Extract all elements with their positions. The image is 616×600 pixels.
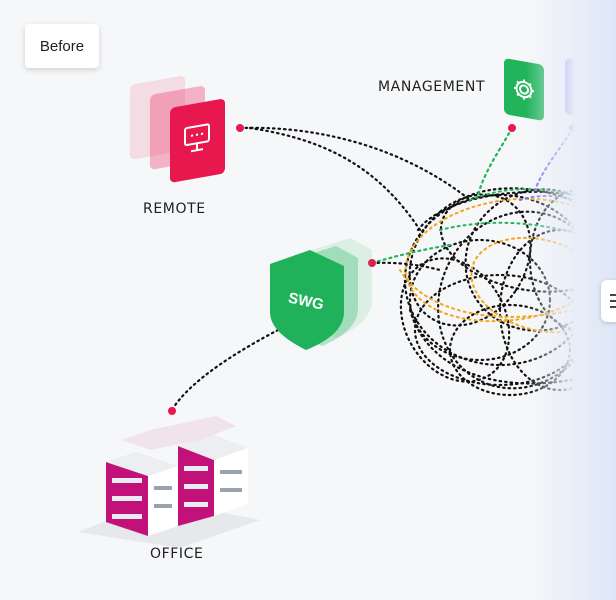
connector-lines [170,126,575,412]
remote-label: REMOTE [143,201,206,217]
management-node [504,58,605,121]
office-node [78,416,260,548]
swg-node: SWG [270,238,372,350]
remote-node [130,76,225,183]
monitor-icon [184,123,210,153]
building-icon [78,416,260,548]
management-label: MANAGEMENT [378,79,486,95]
office-label: OFFICE [150,546,204,562]
shield-icon [270,250,344,350]
compare-slider-handle[interactable] [601,280,616,322]
tangle-cluster [399,187,616,397]
endpoint-dots [168,124,577,415]
before-toggle-button[interactable]: Before [25,24,99,68]
